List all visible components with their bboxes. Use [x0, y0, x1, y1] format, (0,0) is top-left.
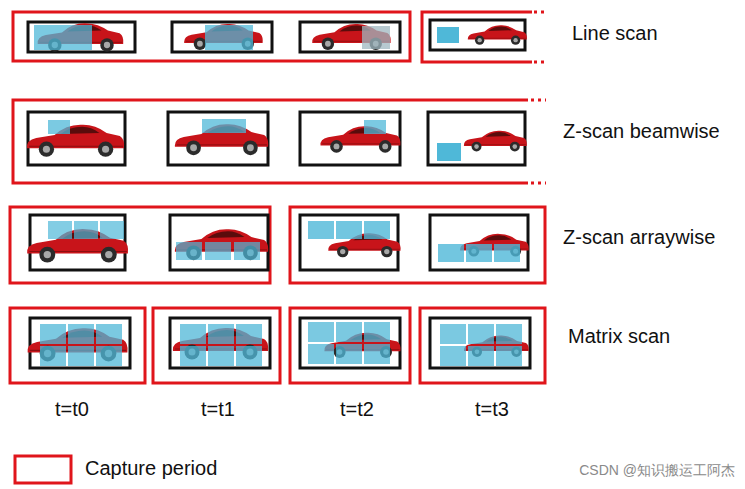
time-label: t=t2 [340, 398, 374, 421]
watermark: CSDN @知识搬运工阿杰 [579, 462, 735, 478]
z-scan-beamwise-row [13, 100, 546, 183]
row-label: Matrix scan [568, 325, 670, 348]
row-label: Z-scan beamwise [563, 120, 720, 143]
line-scan-row [13, 12, 548, 62]
row-label: Z-scan arraywise [563, 226, 715, 249]
matrix-scan-row [10, 308, 545, 383]
time-label: t=t0 [55, 398, 89, 421]
time-label: t=t3 [475, 398, 509, 421]
z-scan-arraywise-row [10, 207, 545, 283]
legend-text: Capture period [85, 457, 217, 480]
row-label: Line scan [572, 22, 658, 45]
time-label: t=t1 [201, 398, 235, 421]
legend-sample [15, 456, 71, 483]
